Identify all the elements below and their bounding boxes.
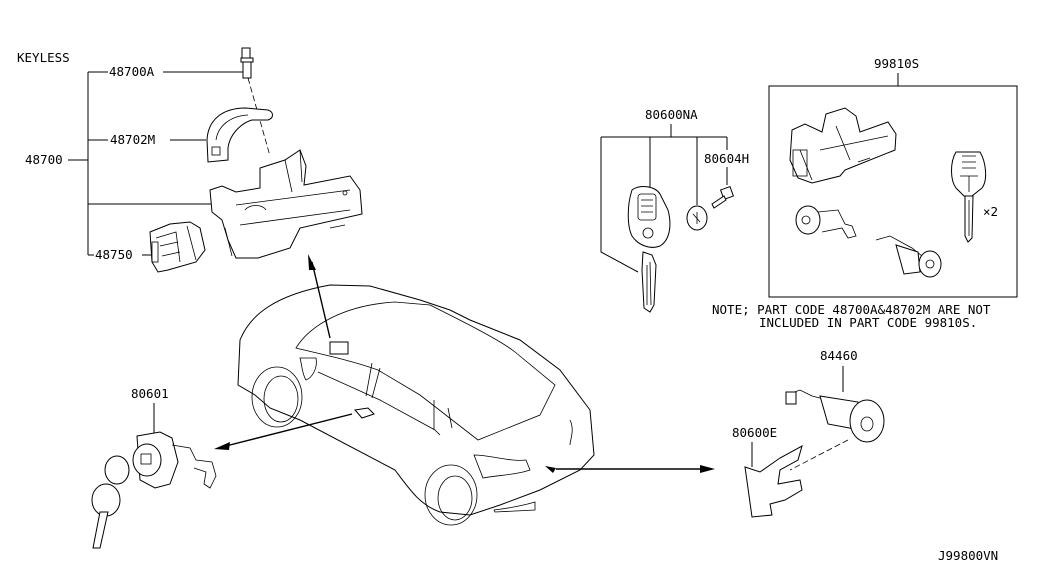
callout-80604H[interactable]: 80604H [704, 151, 749, 166]
lock-body-48700-drawing [209, 149, 363, 259]
callout-bracket-48700 [68, 71, 222, 256]
door-lock-80601-drawing [91, 431, 217, 549]
rear-wheel [424, 464, 478, 526]
callout-84460[interactable]: 84460 [820, 348, 858, 363]
battery-drawing [686, 205, 708, 231]
kit-trunk-lock-drawing [875, 235, 942, 278]
keyless-label: KEYLESS [17, 50, 70, 65]
pin-48700A-drawing [240, 47, 271, 157]
callout-48700[interactable]: 48700 [25, 152, 63, 167]
switch-48750-drawing [149, 221, 206, 273]
note-block: NOTE; PART CODE 48700A&48702M ARE NOT IN… [712, 302, 991, 330]
arrow-to-ignition [311, 261, 331, 339]
front-wheel [251, 366, 303, 428]
callout-48702M[interactable]: 48702M [110, 132, 155, 147]
ignition-lock-group: KEYLESS 48700A 48702M 48700 48750 [17, 47, 363, 273]
kit-door-lock-drawing [795, 205, 857, 239]
screw-80604H-drawing [711, 185, 735, 209]
callout-80601[interactable]: 80601 [131, 386, 169, 401]
kit-box [768, 85, 1018, 298]
diagram-code: J99800VN [938, 548, 998, 563]
arrow-to-door-lock [221, 413, 353, 448]
note-line-2: INCLUDED IN PART CODE 99810S. [759, 315, 977, 330]
key-group-80600NA: 80600NA 80604H [600, 107, 749, 313]
retainer-80600E-drawing [744, 444, 803, 518]
callout-80600E[interactable]: 80600E [732, 425, 777, 440]
key-blade-drawing [641, 251, 657, 313]
trunk-lock-84460-drawing [785, 389, 885, 443]
callout-48750[interactable]: 48750 [95, 247, 133, 262]
assembly-line [789, 439, 849, 471]
callout-48700A[interactable]: 48700A [109, 64, 155, 79]
callout-99810S[interactable]: 99810S [874, 56, 919, 71]
door-lock-group-80601: 80601 [91, 386, 217, 549]
kit-quantity-label: ×2 [983, 204, 998, 219]
key-remote-drawing [627, 186, 671, 248]
kit-key-drawing [951, 151, 987, 243]
trunk-lock-group: 84460 80600E [732, 348, 885, 518]
car-body-drawing [237, 284, 595, 526]
kit-99810S: 99810S ×2 [768, 56, 1018, 298]
pointer-arrows [214, 254, 715, 473]
callout-80600NA[interactable]: 80600NA [645, 107, 698, 122]
kit-ignition-drawing [789, 107, 897, 184]
cover-48702M-drawing [206, 107, 273, 163]
callout-bracket-80600NA [600, 124, 728, 273]
note-line-1: NOTE; PART CODE 48700A&48702M ARE NOT [712, 302, 991, 317]
